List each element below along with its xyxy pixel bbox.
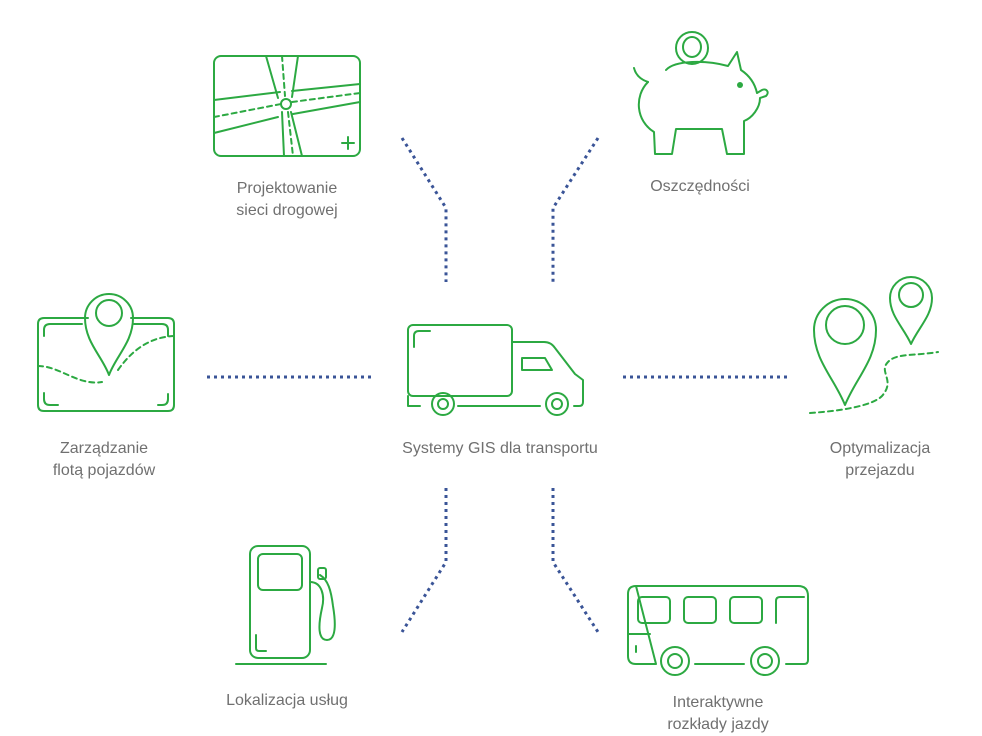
- label-center: Systemy GIS dla transportu: [402, 440, 598, 457]
- label-services: Lokalizacja usług: [226, 692, 348, 709]
- label-savings: Oszczędności: [650, 178, 750, 195]
- label-timetables: Interaktywne rozkłady jazdy: [667, 694, 769, 733]
- label-road-network: Projektowanie sieci drogowej: [236, 180, 338, 219]
- label-fleet: Zarządzanie flotą pojazdów: [52, 440, 156, 479]
- label-route: Optymalizacja przejazdu: [829, 440, 931, 479]
